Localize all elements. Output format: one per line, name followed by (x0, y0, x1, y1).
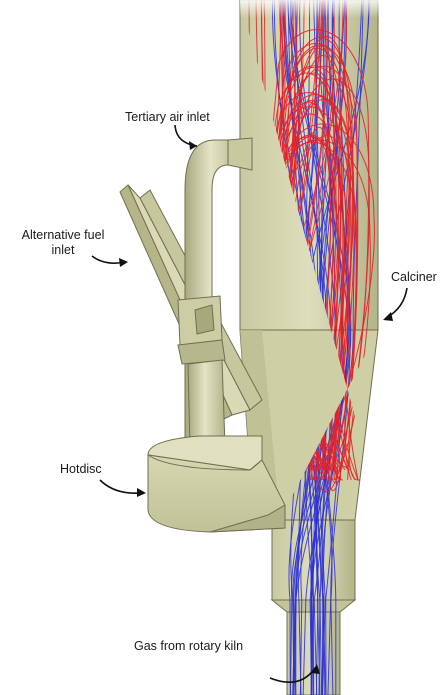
arrow-tertiary-air (175, 125, 197, 150)
hotdisc-label: Hotdisc (60, 462, 102, 477)
gas-from-rotary-kiln-label: Gas from rotary kiln (134, 639, 243, 654)
alternative-fuel-label-line1: Alternative fuel (22, 228, 105, 242)
alternative-fuel-inlet-label: Alternative fuel inlet (12, 228, 114, 258)
curved-arrow-icon (119, 258, 128, 267)
calciner-label: Calciner (391, 270, 437, 285)
tertiary-air-inlet-label: Tertiary air inlet (125, 110, 210, 125)
curved-arrow-icon (137, 488, 146, 497)
arrow-calciner (383, 288, 407, 321)
alternative-fuel-label-line2: inlet (52, 243, 75, 257)
curved-arrow-icon (383, 312, 393, 321)
arrow-hotdisc (100, 480, 146, 497)
